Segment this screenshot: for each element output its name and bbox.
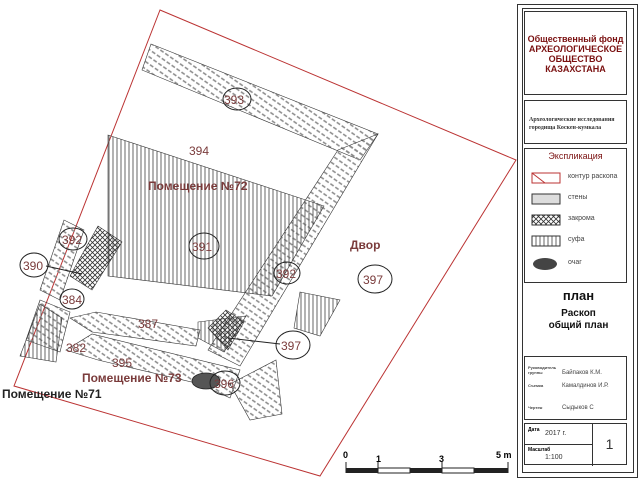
scale-tick-label: 1 bbox=[376, 454, 381, 464]
walls-swatch bbox=[531, 193, 561, 205]
number-label: 397 bbox=[281, 339, 301, 353]
number-label: 396 bbox=[214, 377, 234, 391]
number-label: 393 bbox=[224, 93, 244, 107]
number-label: 391 bbox=[192, 240, 212, 254]
legend-label: закрома bbox=[568, 215, 595, 222]
number-label: 392 bbox=[62, 233, 82, 247]
granaries bbox=[69, 225, 245, 351]
legend-label: очаг bbox=[568, 259, 582, 266]
scale-value: 1:100 bbox=[545, 454, 563, 461]
legend-title: Экспликация bbox=[548, 151, 603, 161]
legend-item: суфа bbox=[531, 234, 626, 248]
legend: Экспликация контур раскопа стены закрома… bbox=[524, 148, 627, 283]
scale-tick-label: 3 bbox=[439, 454, 444, 464]
contour-swatch bbox=[531, 172, 561, 184]
legend-item: очаг bbox=[531, 257, 626, 271]
date-scale-box: Дата 2017 г. Масштаб 1:100 1 bbox=[524, 423, 627, 466]
room-label-71: Помещение №71 bbox=[2, 387, 102, 401]
plan-subtitle: Раскоп общий план bbox=[548, 308, 609, 331]
number-label: 384 bbox=[62, 293, 82, 307]
hearth bbox=[191, 372, 221, 390]
number-label: 394 bbox=[189, 144, 209, 158]
year: 2017 г. bbox=[545, 430, 567, 437]
room-label-73: Помещение №73 bbox=[82, 371, 182, 385]
sufa-swatch bbox=[531, 235, 561, 247]
hearth-swatch bbox=[533, 258, 557, 270]
number-label: 390 bbox=[23, 259, 43, 273]
date-label: Дата bbox=[528, 427, 540, 433]
legend-item: стены bbox=[531, 192, 626, 206]
sheet-number: 1 bbox=[605, 436, 614, 452]
room-label-72: Помещение №72 bbox=[148, 179, 248, 193]
number-label: 392 bbox=[276, 267, 296, 281]
legend-label: контур раскопа bbox=[568, 173, 618, 180]
legend-item: закрома bbox=[531, 213, 626, 227]
scale-tick-label: 0 bbox=[343, 450, 348, 460]
organization-name: Общественный фонд АРХЕОЛОГИЧЕСКОЕ ОБЩЕСТ… bbox=[527, 34, 624, 74]
scale-bar bbox=[345, 462, 509, 474]
number-label: 397 bbox=[363, 273, 383, 287]
number-label: 387 bbox=[138, 317, 158, 331]
scale-label: Масштаб bbox=[528, 447, 551, 453]
legend-item: контур раскопа bbox=[531, 171, 626, 185]
title-block: Общественный фонд АРХЕОЛОГИЧЕСКОЕ ОБЩЕСТ… bbox=[517, 4, 638, 478]
organization-box: Общественный фонд АРХЕОЛОГИЧЕСКОЕ ОБЩЕСТ… bbox=[524, 11, 627, 95]
scale-tick-label: 5 m bbox=[496, 450, 512, 460]
number-label: 382 bbox=[66, 341, 86, 355]
subject-text: Археологические исследования городища Ко… bbox=[529, 117, 615, 131]
granary-swatch bbox=[531, 214, 561, 226]
subject-box: Археологические исследования городища Ко… bbox=[524, 100, 627, 144]
legend-label: стены bbox=[568, 194, 588, 201]
yard-label: Двор bbox=[350, 238, 380, 252]
legend-label: суфа bbox=[568, 236, 585, 243]
number-label: 395 bbox=[112, 356, 132, 370]
plan-title: план bbox=[562, 288, 595, 303]
